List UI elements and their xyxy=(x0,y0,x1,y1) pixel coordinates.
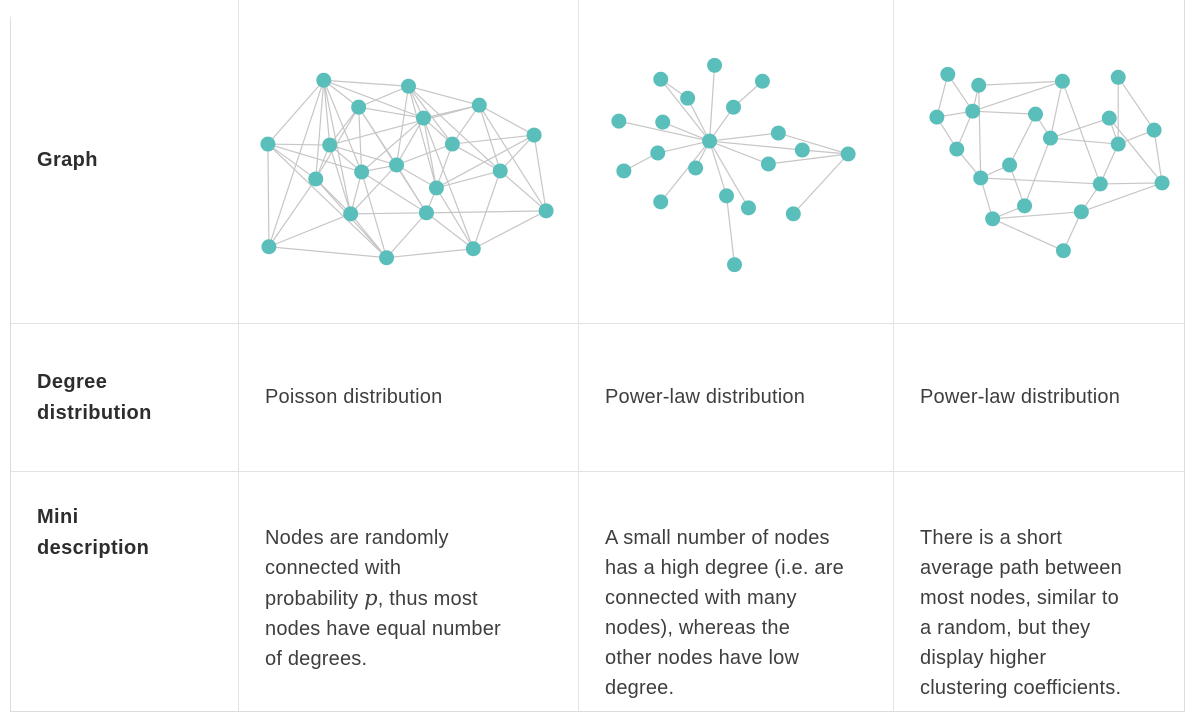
network-comparison-table: Graph Degree distribution Poisson distri… xyxy=(10,0,1185,712)
cell-scale-free-description: A small number of nodes has a high degre… xyxy=(578,471,893,711)
small-world-degree-distribution-value: Power-law distribution xyxy=(920,386,1121,408)
cell-random-degree-distribution: Poisson distribution xyxy=(238,323,578,471)
cell-random-network-graph xyxy=(238,0,578,323)
scale-free-network-graph xyxy=(611,57,856,273)
cell-random-description: Nodes are randomly connected with probab… xyxy=(238,471,578,711)
row-header-degree-distribution: Degree distribution xyxy=(11,323,238,471)
row-header-mini-description: Mini description xyxy=(11,471,238,711)
cell-small-world-degree-distribution: Power-law distribution xyxy=(893,323,1184,471)
scale-free-description-text: A small number of nodes has a high degre… xyxy=(605,527,844,699)
scale-free-degree-distribution-value: Power-law distribution xyxy=(605,386,806,408)
probability-p-variable: p xyxy=(364,586,378,610)
cell-scale-free-degree-distribution: Power-law distribution xyxy=(578,323,893,471)
random-network-graph xyxy=(260,72,554,266)
cell-scale-free-network-graph xyxy=(578,0,893,323)
small-world-description-text: There is a short average path between mo… xyxy=(920,527,1122,699)
row-header-graph: Graph xyxy=(11,0,238,323)
row-header-graph-label: Graph xyxy=(37,148,98,171)
random-degree-distribution-value: Poisson distribution xyxy=(265,386,443,408)
random-description-text: Nodes are randomly connected with probab… xyxy=(265,527,449,610)
row-header-degree-distribution-label: Degree distribution xyxy=(37,370,152,424)
page-background: { "theme": { "node_color": "#5abfbb", "e… xyxy=(10,0,1185,712)
row-header-mini-description-label: Mini description xyxy=(37,506,150,559)
random-description-text-cont: , thus most nodes have equal number of d… xyxy=(265,588,501,670)
small-world-network-graph xyxy=(929,66,1170,259)
cell-small-world-network-graph xyxy=(893,0,1184,323)
cell-small-world-description: There is a short average path between mo… xyxy=(893,471,1184,711)
